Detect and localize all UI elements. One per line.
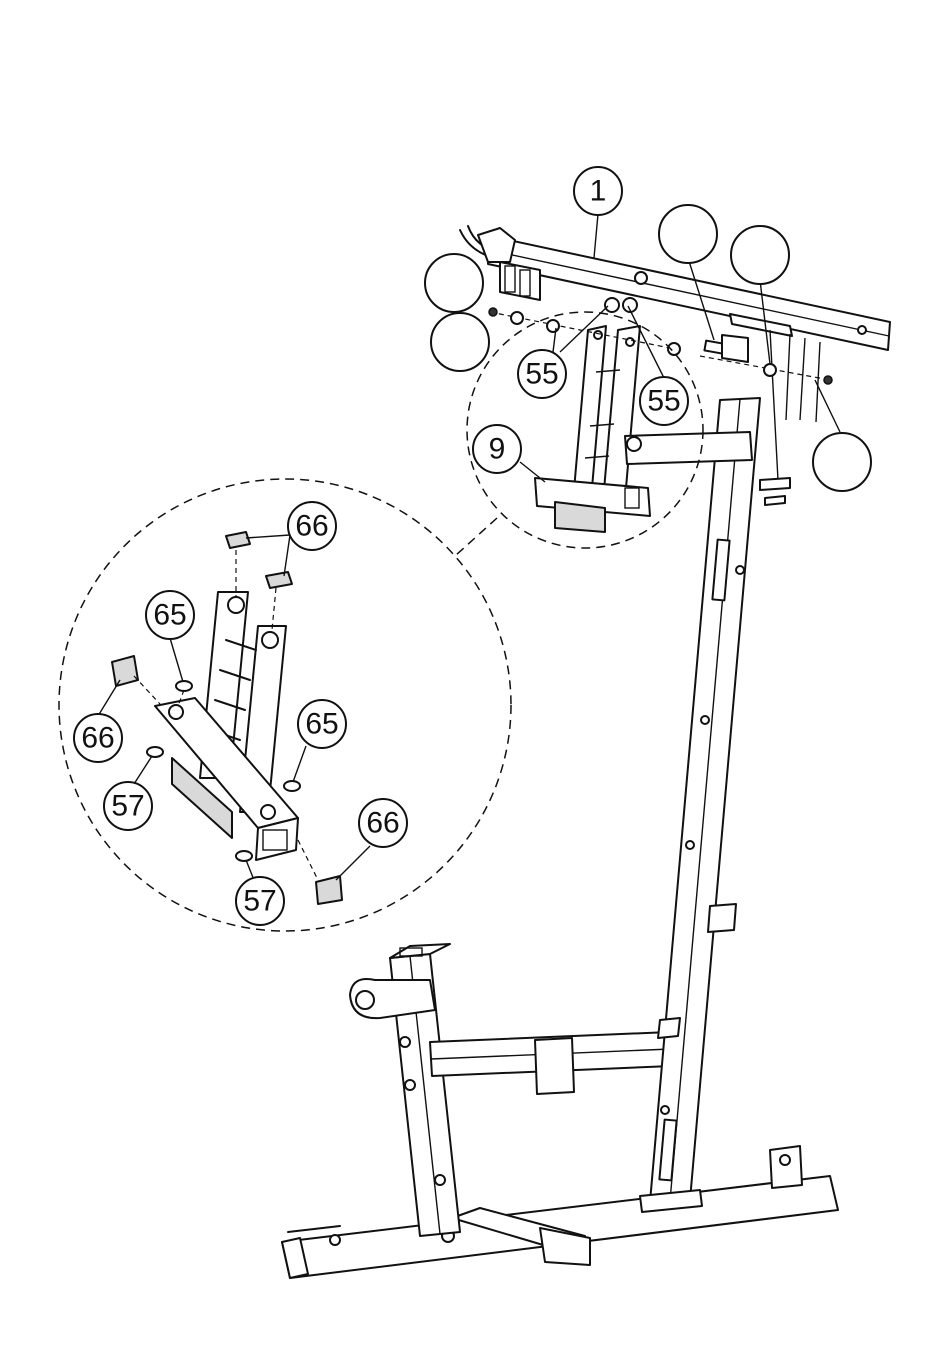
callout-blank-1 [425, 254, 483, 312]
callout-label: 57 [243, 885, 276, 918]
callout-label: 55 [647, 385, 680, 418]
callout-blank-5 [813, 433, 871, 491]
callout-label: 65 [305, 708, 338, 741]
callout-blank-4 [731, 226, 789, 284]
callout-label: 66 [295, 510, 328, 543]
callout-66-left: 66 [74, 714, 122, 762]
callout-9: 9 [473, 425, 521, 473]
callout-label: 9 [489, 433, 506, 466]
callout-blank-3 [659, 205, 717, 263]
left-upright [350, 944, 460, 1236]
callout-label: 55 [525, 358, 558, 391]
detail-leader [455, 518, 497, 556]
callout-57-left: 57 [104, 782, 152, 830]
callout-1: 1 [574, 167, 622, 215]
callout-label: 1 [590, 175, 607, 208]
callout-label: 66 [81, 722, 114, 755]
callout-66-top: 66 [288, 502, 336, 550]
callout-65-right: 65 [298, 700, 346, 748]
callout-label: 57 [111, 790, 144, 823]
main-upright [640, 398, 760, 1212]
callout-66-right: 66 [359, 799, 407, 847]
crossbar [430, 1032, 672, 1094]
base-frame [282, 1146, 838, 1278]
callout-65-left: 65 [146, 591, 194, 639]
callout-57-bottom: 57 [236, 877, 284, 925]
callout-blank-2 [431, 313, 489, 371]
callout-55-left: 55 [518, 350, 566, 398]
callout-55-right: 55 [640, 377, 688, 425]
callout-label: 65 [153, 599, 186, 632]
callout-label: 66 [366, 807, 399, 840]
detail-circle-large [59, 479, 511, 931]
